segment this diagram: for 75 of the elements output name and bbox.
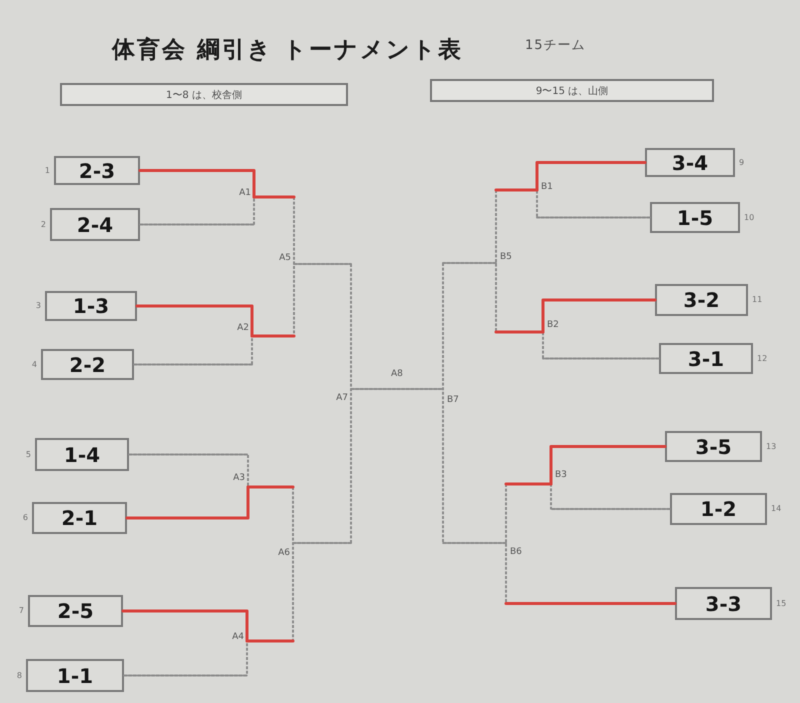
bracket-line bbox=[494, 188, 538, 192]
seed-number: 6 bbox=[22, 513, 28, 522]
match-label: A5 bbox=[279, 253, 291, 263]
title: 体育会 綱引き トーナメント表 bbox=[112, 36, 464, 64]
team-label: 3-1 bbox=[688, 348, 724, 370]
seed-number: 12 bbox=[757, 354, 768, 362]
seed-number: 2 bbox=[40, 220, 46, 228]
team-label: 2-1 bbox=[61, 507, 98, 529]
seed-number: 4 bbox=[32, 360, 37, 368]
match-label: A7 bbox=[336, 393, 348, 403]
note-bar: 9〜15 は、山側 bbox=[430, 79, 714, 102]
bracket-line bbox=[550, 508, 671, 510]
team-label: 3-3 bbox=[705, 592, 742, 614]
seed-number: 13 bbox=[766, 442, 776, 450]
bracket-line bbox=[550, 445, 666, 486]
match-label: A4 bbox=[232, 632, 244, 642]
bracket-line bbox=[542, 358, 660, 360]
bracket-line bbox=[504, 602, 676, 605]
bracket-line bbox=[293, 263, 352, 265]
bracket-line bbox=[536, 216, 651, 218]
bracket-line bbox=[133, 364, 253, 366]
edge-label: A8 bbox=[390, 369, 404, 379]
bracket-line bbox=[128, 454, 249, 456]
seed-number: 15 bbox=[776, 598, 786, 608]
team-count-note: 15チーム bbox=[525, 38, 586, 54]
bracket-line bbox=[292, 542, 352, 544]
match-label: A3 bbox=[233, 473, 245, 483]
team-label: 1-1 bbox=[56, 664, 94, 686]
bracket-line bbox=[504, 482, 552, 486]
bracket-line bbox=[123, 674, 248, 676]
seed-number: 5 bbox=[26, 450, 31, 458]
bracket-line bbox=[252, 196, 296, 198]
bracket-line bbox=[536, 161, 646, 192]
bracket-line bbox=[138, 169, 256, 198]
match-label: B5 bbox=[500, 252, 512, 262]
team-label: 1-2 bbox=[700, 498, 737, 520]
match-label: A6 bbox=[278, 548, 290, 558]
team-label: 1-3 bbox=[72, 295, 110, 317]
seed-number: 10 bbox=[744, 212, 754, 222]
match-label: B6 bbox=[510, 547, 522, 557]
team-label: 2-4 bbox=[76, 214, 114, 236]
seed-number: 14 bbox=[771, 504, 782, 513]
bracket-line bbox=[246, 640, 294, 642]
bracket-line bbox=[542, 298, 656, 334]
team-label: 2-2 bbox=[69, 354, 106, 376]
match-label: B3 bbox=[555, 470, 567, 480]
bracket-line bbox=[442, 542, 507, 544]
bracket-line bbox=[350, 388, 444, 390]
match-label: B2 bbox=[547, 320, 559, 330]
seed-number: 11 bbox=[752, 295, 762, 304]
bracket-line bbox=[250, 334, 296, 338]
seed-number: 3 bbox=[36, 301, 41, 310]
bracket-line bbox=[122, 610, 248, 642]
team-label: 1-4 bbox=[64, 444, 100, 466]
team-label: 2-5 bbox=[57, 600, 94, 622]
note-bar: 1〜8 は、校舎側 bbox=[60, 83, 348, 106]
team-label: 2-3 bbox=[78, 160, 116, 182]
seed-number: 7 bbox=[18, 606, 24, 615]
seed-number: 9 bbox=[739, 158, 744, 166]
bracket-line bbox=[442, 262, 497, 264]
bracket-line bbox=[494, 330, 544, 334]
bracket-line bbox=[126, 486, 250, 520]
seed-number: 8 bbox=[16, 670, 22, 680]
match-label: B1 bbox=[541, 182, 553, 192]
team-label: 1-5 bbox=[676, 206, 714, 228]
team-label: 3-4 bbox=[672, 152, 708, 174]
team-label: 3-5 bbox=[695, 436, 732, 458]
match-label: A2 bbox=[237, 323, 249, 333]
match-label: B7 bbox=[447, 395, 459, 405]
match-label: A1 bbox=[239, 188, 251, 198]
bracket-line bbox=[246, 486, 294, 488]
bracket-line bbox=[139, 224, 255, 226]
seed-number: 1 bbox=[44, 166, 50, 174]
bracket-line bbox=[136, 304, 254, 338]
team-label: 3-2 bbox=[683, 289, 720, 311]
